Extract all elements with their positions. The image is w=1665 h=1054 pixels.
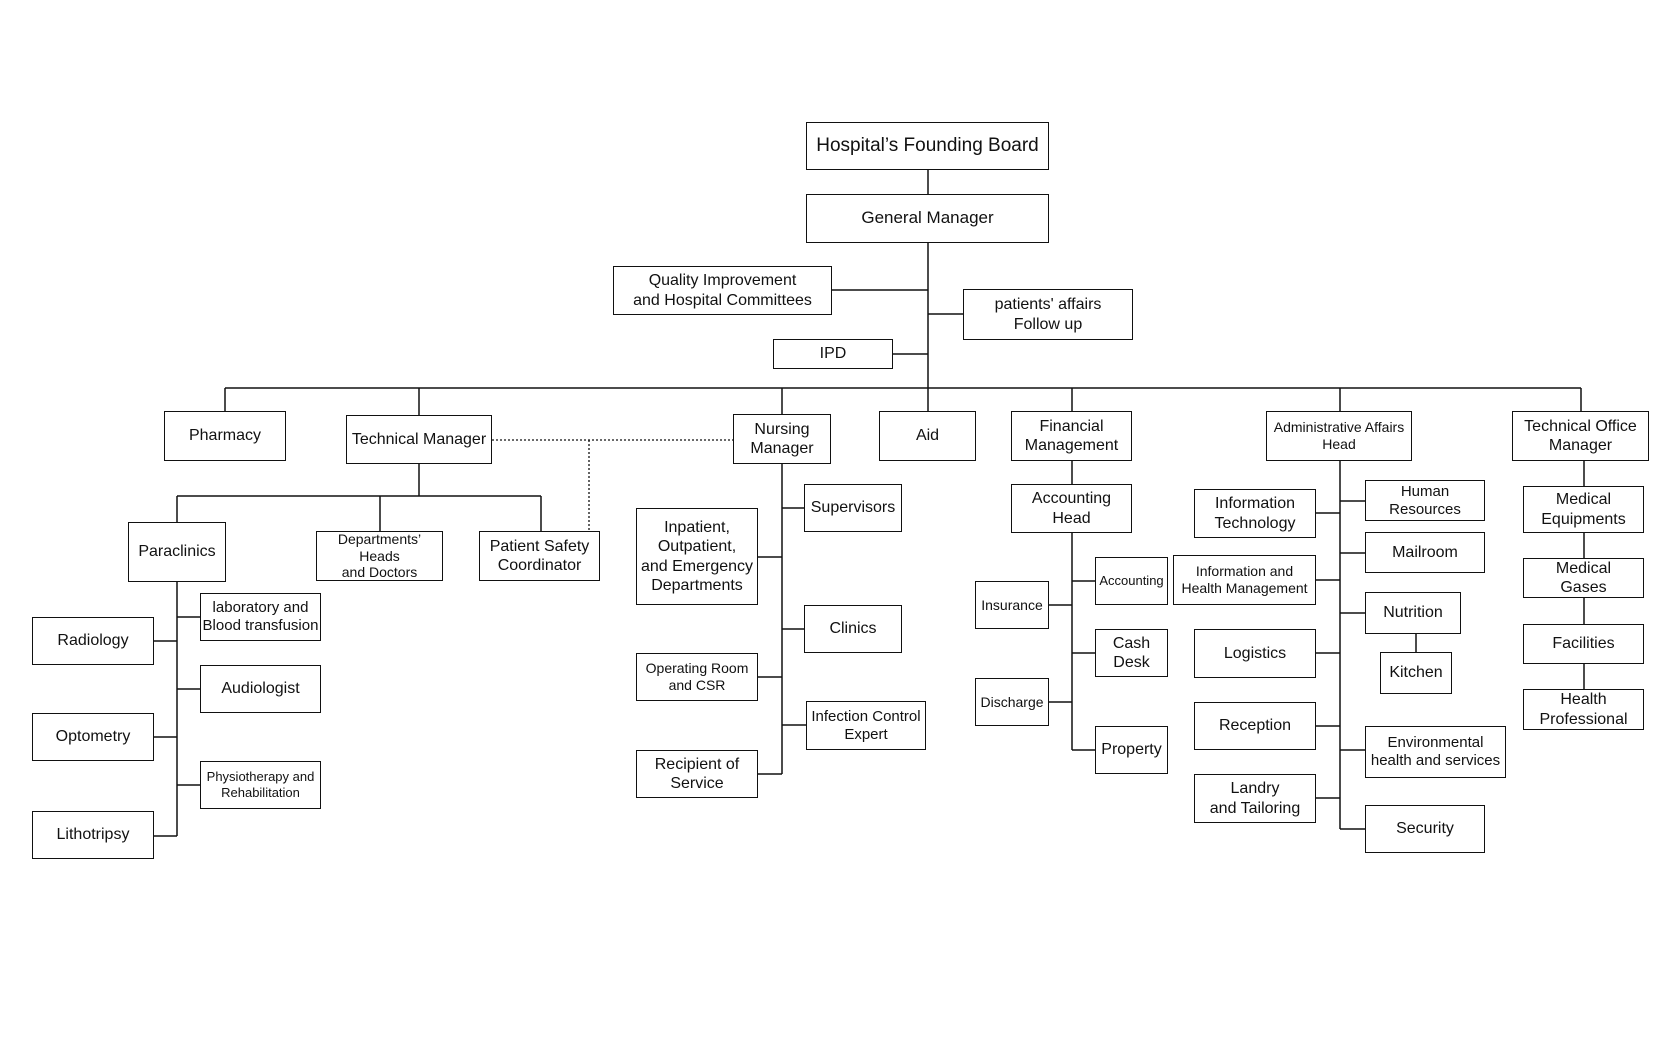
box-label: Accounting	[1099, 573, 1164, 589]
box-label: Environmental health and services	[1370, 734, 1501, 769]
pharmacy-box: Pharmacy	[164, 411, 286, 461]
box-label: Accounting Head	[1031, 490, 1112, 527]
accounting-box: Accounting	[1095, 557, 1168, 605]
environmental-box: Environmental health and services	[1365, 726, 1506, 778]
reception-box: Reception	[1194, 702, 1316, 750]
landry-tailoring-box: Landry and Tailoring	[1194, 774, 1316, 823]
health-professional-box: Health Professional	[1523, 689, 1644, 730]
information-technology-box: Information Technology	[1194, 489, 1316, 538]
facilities-box: Facilities	[1523, 624, 1644, 664]
information-health-box: Information and Health Management	[1173, 555, 1316, 605]
medical-equipments-box: Medical Equipments	[1523, 486, 1644, 533]
laboratory-box: laboratory and Blood transfusion	[200, 593, 321, 641]
box-label: laboratory and Blood transfusion	[202, 599, 319, 634]
box-label: Physiotherapy and Rehabilitation	[206, 769, 315, 800]
box-label: Reception	[1218, 717, 1292, 735]
box-label: Operating Room and CSR	[645, 660, 749, 693]
box-label: Departments’ Heads and Doctors	[337, 530, 422, 581]
administrative-head-box: Administrative Affairs Head	[1266, 411, 1412, 461]
box-label: Quality Improvement and Hospital Committ…	[633, 272, 812, 309]
box-label: Medical Equipments	[1541, 491, 1626, 528]
mailroom-box: Mailroom	[1365, 532, 1485, 573]
box-label: Radiology	[57, 632, 129, 650]
box-label: Human Resources	[1389, 482, 1461, 518]
box-label: Facilities	[1552, 635, 1615, 653]
box-label: Discharge	[980, 693, 1044, 710]
box-label: Mailroom	[1392, 543, 1458, 561]
inpatient-box: Inpatient, Outpatient, and Emergency Dep…	[636, 508, 758, 605]
box-label: Audiologist	[221, 680, 300, 698]
supervisors-box: Supervisors	[804, 484, 902, 532]
general-manager-box: General Manager	[806, 194, 1049, 243]
departments-heads-box: Departments’ Heads and Doctors	[316, 531, 443, 581]
box-label: Inpatient, Outpatient, and Emergency Dep…	[640, 519, 754, 594]
box-label: General Manager	[861, 208, 994, 228]
box-label: patients' affairs Follow up	[994, 296, 1102, 333]
box-label: Paraclinics	[138, 543, 216, 561]
logistics-box: Logistics	[1194, 629, 1316, 678]
accounting-head-box: Accounting Head	[1011, 484, 1132, 533]
kitchen-box: Kitchen	[1380, 652, 1452, 694]
box-label: Cash Desk	[1112, 634, 1151, 671]
box-label: Security	[1396, 820, 1454, 838]
aid-box: Aid	[879, 411, 976, 461]
property-box: Property	[1095, 726, 1168, 774]
cash-desk-box: Cash Desk	[1095, 629, 1168, 677]
box-label: Infection Control Expert	[811, 707, 921, 743]
clinics-box: Clinics	[804, 605, 902, 653]
box-label: Technical Office Manager	[1524, 417, 1637, 454]
box-label: Nutrition	[1383, 604, 1443, 622]
security-box: Security	[1365, 805, 1485, 853]
box-label: Technical Manager	[351, 430, 487, 448]
box-label: Health Professional	[1539, 691, 1628, 728]
box-label: Kitchen	[1389, 664, 1443, 682]
quality-committees-box: Quality Improvement and Hospital Committ…	[613, 266, 832, 315]
operating-room-box: Operating Room and CSR	[636, 653, 758, 701]
technical-office-box: Technical Office Manager	[1512, 411, 1649, 461]
box-label: IPD	[819, 345, 847, 363]
box-label: Landry and Tailoring	[1209, 780, 1301, 817]
box-label: Recipient of Service	[654, 755, 740, 792]
founding-board-box: Hospital’s Founding Board	[806, 122, 1049, 170]
box-label: Lithotripsy	[56, 826, 130, 844]
recipient-of-service-box: Recipient of Service	[636, 750, 758, 798]
patients-affairs-box: patients' affairs Follow up	[963, 289, 1133, 340]
box-label: Administrative Affairs Head	[1273, 419, 1405, 452]
paraclinics-box: Paraclinics	[128, 522, 226, 582]
box-label: Property	[1101, 741, 1162, 759]
box-label: Pharmacy	[188, 427, 262, 445]
box-label: Information and Health Management	[1181, 563, 1308, 596]
infection-control-box: Infection Control Expert	[806, 701, 926, 750]
audiologist-box: Audiologist	[200, 665, 321, 713]
box-label: Hospital’s Founding Board	[816, 134, 1039, 156]
box-label: Optometry	[55, 728, 131, 746]
technical-manager-box: Technical Manager	[346, 415, 492, 464]
patient-safety-box: Patient Safety Coordinator	[479, 531, 600, 581]
nutrition-box: Nutrition	[1365, 592, 1461, 634]
human-resources-box: Human Resources	[1365, 480, 1485, 521]
box-label: Patient Safety Coordinator	[489, 537, 590, 574]
nursing-manager-box: Nursing Manager	[733, 414, 831, 464]
lithotripsy-box: Lithotripsy	[32, 811, 154, 859]
box-label: Insurance	[981, 596, 1043, 613]
box-label: Logistics	[1223, 644, 1287, 662]
ipd-box: IPD	[773, 339, 893, 369]
box-label: Supervisors	[810, 499, 896, 517]
box-label: Nursing Manager	[750, 420, 814, 457]
physiotherapy-box: Physiotherapy and Rehabilitation	[200, 761, 321, 809]
optometry-box: Optometry	[32, 713, 154, 761]
discharge-box: Discharge	[975, 678, 1049, 726]
box-label: Medical Gases	[1555, 559, 1612, 596]
box-label: Aid	[915, 427, 940, 445]
box-label: Clinics	[829, 620, 877, 638]
financial-management-box: Financial Management	[1011, 411, 1132, 461]
insurance-box: Insurance	[975, 581, 1049, 629]
medical-gases-box: Medical Gases	[1523, 558, 1644, 598]
radiology-box: Radiology	[32, 617, 154, 665]
box-label: Information Technology	[1214, 495, 1296, 532]
box-label: Financial Management	[1024, 417, 1119, 454]
